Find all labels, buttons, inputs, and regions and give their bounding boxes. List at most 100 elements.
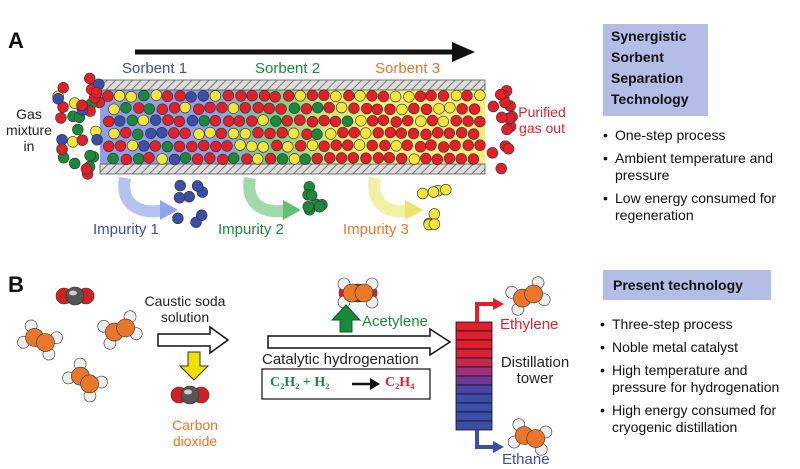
tower-tray — [455, 321, 493, 332]
equation-arrow — [352, 378, 380, 390]
tube-molecule — [132, 128, 144, 141]
tube-molecule — [468, 103, 481, 115]
tube-molecule — [312, 101, 324, 114]
tube-molecule — [377, 90, 390, 103]
tube-molecule — [252, 101, 264, 114]
tube-molecule — [384, 103, 396, 116]
tube-molecule — [114, 140, 127, 152]
sst-line-3: Separation — [611, 70, 684, 86]
tube-molecule — [450, 114, 462, 127]
inlet-molecule — [83, 72, 96, 85]
tube-molecule — [444, 101, 456, 114]
tube-molecule — [209, 114, 222, 127]
tube-molecule — [294, 114, 306, 126]
tube-molecule — [323, 101, 335, 114]
tube-molecule — [120, 102, 132, 114]
tube-molecule — [150, 89, 163, 101]
tube-molecule — [193, 128, 205, 140]
inlet-molecule — [68, 157, 81, 170]
impurity-3-arrow — [368, 176, 423, 220]
inlet-molecule — [80, 163, 93, 175]
tube-molecule — [461, 90, 473, 102]
tube-molecule — [318, 89, 330, 101]
distillation-tower-label: Distillation tower — [500, 354, 570, 387]
sst-bullets: One-step process Ambient temperature and… — [603, 127, 793, 230]
flow-arrow — [135, 42, 475, 62]
tube-molecule — [299, 153, 311, 165]
outlet-molecule — [487, 100, 500, 113]
tube-molecule — [437, 90, 450, 102]
tube-molecule — [191, 153, 204, 165]
purified-gas-out-label: Purified gas out — [518, 104, 566, 136]
tube-molecule — [233, 115, 246, 127]
tube-molecule — [251, 153, 264, 165]
tube-molecule — [389, 90, 402, 103]
ethane-label: Ethane — [502, 451, 550, 468]
tower-tray — [455, 384, 493, 395]
inlet-molecule — [84, 149, 96, 162]
tube-molecule — [215, 127, 228, 140]
tube-molecule — [329, 115, 342, 128]
inlet-molecule — [76, 99, 88, 111]
tube-molecule — [143, 103, 156, 115]
tube-molecule — [271, 139, 283, 152]
tube-molecule — [420, 103, 433, 116]
tube-molecule — [270, 115, 282, 127]
tube-molecule — [335, 101, 348, 114]
tube-molecule — [353, 139, 366, 151]
tube-molecule — [222, 89, 235, 102]
tower-tray — [455, 375, 493, 386]
tube-molecule — [360, 127, 372, 139]
hydrocarbon-molecule — [97, 310, 143, 350]
caustic-arrow — [157, 325, 230, 355]
inlet-molecule — [57, 82, 69, 94]
present-bullets: Three-step process Noble metal catalyst … — [600, 316, 800, 442]
inlet-molecule — [76, 134, 89, 146]
tube-molecule — [390, 140, 402, 152]
tube-molecule — [179, 101, 191, 114]
tower-tray — [455, 339, 493, 350]
tube-molecule — [335, 152, 348, 164]
present-bullet-4: High energy consumed for cryogenic disti… — [600, 402, 800, 436]
tube-molecule — [257, 141, 269, 153]
sst-bullet-3: Low energy consumed for regeneration — [603, 190, 793, 224]
tube-molecule — [103, 140, 115, 153]
tower-tray — [455, 357, 493, 368]
tube-molecule — [287, 127, 300, 140]
tube-molecule — [269, 91, 281, 103]
tube-molecule — [456, 103, 468, 115]
tube-molecule — [156, 126, 168, 139]
co2-carbon-atom — [65, 286, 85, 306]
tube-molecule — [161, 140, 174, 153]
tube-molecule — [149, 140, 161, 152]
tube-molecule — [366, 139, 378, 152]
tube-molecule — [455, 153, 467, 165]
tube-molecule — [462, 115, 474, 127]
tube-molecule — [467, 128, 480, 140]
sorbent-2-label: Sorbent 2 — [255, 60, 321, 77]
tube-molecule — [372, 152, 385, 164]
hydrocarbon-molecule — [337, 277, 379, 309]
tube-molecule — [246, 140, 258, 153]
tube-molecule — [167, 127, 180, 139]
tube-molecule — [372, 127, 384, 139]
hydrogenation-arrow — [267, 327, 452, 357]
tube-molecule — [437, 141, 450, 153]
acetylene-label: Acetylene — [362, 313, 428, 330]
inlet-molecule — [52, 93, 64, 105]
inlet-molecule — [91, 134, 103, 146]
co2-down-arrow — [178, 351, 210, 381]
tube-molecule — [395, 127, 407, 139]
equation-reactants: C₂H₂ + H₂ — [270, 375, 330, 390]
tube-molecule — [342, 139, 354, 151]
tube-molecule — [283, 90, 295, 102]
tube-molecule — [156, 103, 169, 115]
tube-molecule — [239, 127, 252, 140]
tube-molecule — [443, 127, 455, 139]
tube-molecule — [145, 127, 157, 140]
tube-molecule — [126, 114, 139, 127]
ethylene-outlet-arrow — [475, 298, 504, 322]
carbon-atom — [526, 429, 546, 448]
tube-molecule — [377, 114, 390, 126]
